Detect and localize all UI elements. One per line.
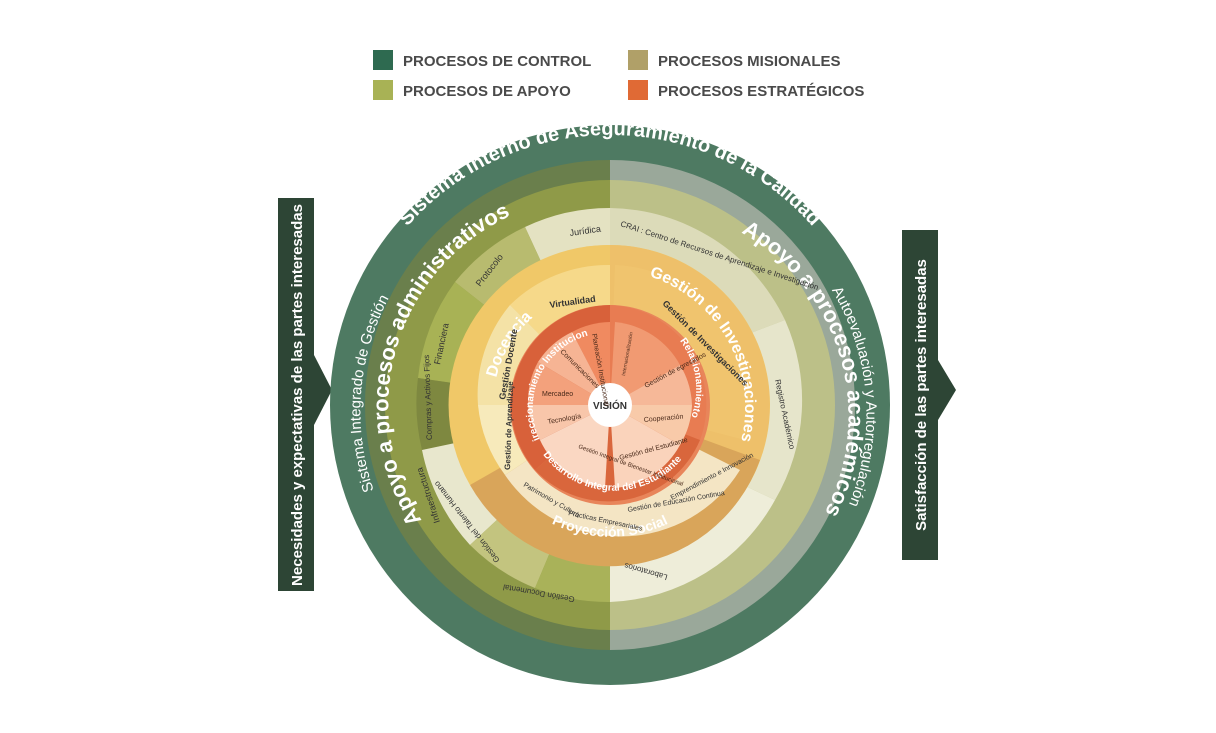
strategic-wedges bbox=[527, 322, 692, 488]
direction-item-mercadeo: Mercadeo bbox=[542, 391, 573, 398]
teaching-item-aprendizaje: Gestión de Aprendizaje bbox=[503, 381, 515, 470]
legend-swatch-control bbox=[373, 50, 393, 70]
admin-item-juridica: Jurídica bbox=[569, 224, 602, 238]
satisfaction-label: Satisfacción de las partes interesadas bbox=[913, 259, 930, 531]
legend-label-control: PROCESOS DE CONTROL bbox=[403, 53, 591, 70]
legend: PROCESOS DE CONTROL PROCESOS MISIONALES … bbox=[373, 50, 864, 100]
vision-label: VISIÓN bbox=[593, 399, 627, 412]
input-arrow: Necesidades y expectativas de las partes… bbox=[278, 198, 332, 591]
output-arrow: Satisfacción de las partes interesadas bbox=[902, 230, 956, 560]
legend-swatch-apoyo bbox=[373, 80, 393, 100]
legend-swatch-misionales bbox=[628, 50, 648, 70]
vision-core bbox=[588, 383, 632, 427]
legend-swatch-estrategicos bbox=[628, 80, 648, 100]
needs-label: Necesidades y expectativas de las partes… bbox=[289, 204, 306, 586]
legend-label-misionales: PROCESOS MISIONALES bbox=[658, 53, 841, 70]
relations-item-cooperacion: Cooperación bbox=[644, 414, 684, 424]
legend-label-estrategicos: PROCESOS ESTRATÉGICOS bbox=[658, 83, 864, 100]
legend-label-apoyo: PROCESOS DE APOYO bbox=[403, 83, 571, 100]
admin-item-compras: Compras y Activos Fijos bbox=[422, 355, 434, 441]
